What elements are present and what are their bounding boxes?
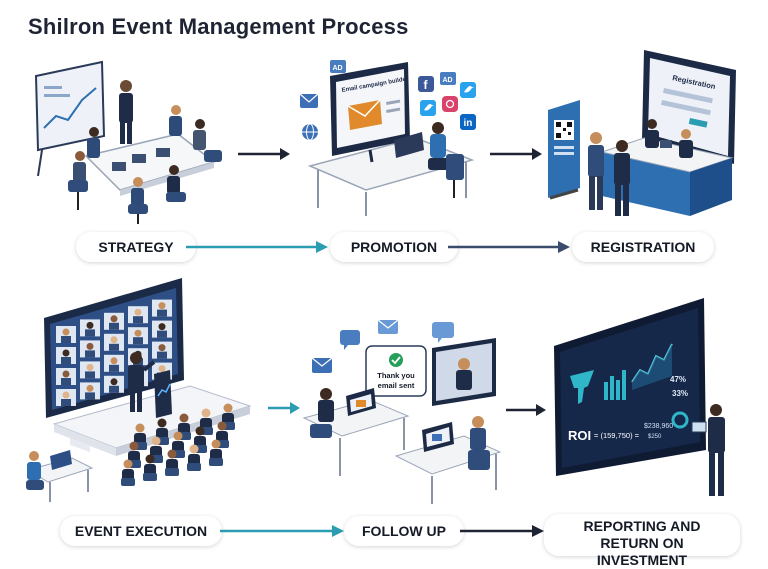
ad-badge-icon: AD bbox=[440, 72, 456, 85]
video-tile bbox=[56, 389, 76, 406]
speaker-person bbox=[128, 352, 156, 412]
analyst-person bbox=[691, 404, 725, 496]
video-tile bbox=[80, 319, 100, 337]
host-laptop-desk bbox=[26, 450, 94, 502]
video-tile bbox=[80, 340, 100, 358]
chat-icon bbox=[340, 330, 360, 350]
svg-text:f: f bbox=[424, 78, 429, 92]
video-tile bbox=[152, 299, 172, 317]
tablet-icon bbox=[691, 421, 707, 433]
dashboard-screen: 47% 33% ROI = (159,750) = $238,960 $250 bbox=[554, 298, 706, 476]
podium bbox=[154, 370, 172, 418]
video-tile bbox=[56, 368, 76, 385]
donut-chart bbox=[671, 411, 689, 429]
video-tile bbox=[56, 347, 76, 364]
stat-2: 33% bbox=[672, 389, 688, 398]
registration-screen: Registration bbox=[642, 50, 736, 164]
step-strategy-label: STRATEGY bbox=[76, 232, 196, 262]
video-tile bbox=[104, 333, 124, 351]
scene-arrow-promotion-registration bbox=[490, 148, 542, 160]
sub-amount: $250 bbox=[648, 434, 662, 440]
audience-member bbox=[209, 439, 223, 466]
globe-icon bbox=[302, 123, 318, 141]
step-reporting-label: REPORTING AND RETURN ON INVESTMENT bbox=[544, 514, 740, 568]
facebook-icon: f bbox=[418, 76, 434, 92]
scene-arrow-followup-reporting bbox=[506, 404, 546, 416]
svg-text:AD: AD bbox=[333, 65, 343, 72]
desk-worker-1 bbox=[302, 388, 410, 476]
instagram-icon bbox=[442, 96, 458, 112]
seated-people bbox=[73, 105, 206, 206]
audience-member bbox=[187, 444, 201, 471]
step-follow-up-label: FOLLOW UP bbox=[344, 516, 464, 546]
video-tile bbox=[104, 354, 124, 372]
video-tile bbox=[56, 326, 76, 343]
email-builder-monitor: Email campaign builder bbox=[330, 62, 410, 163]
envelope-icon bbox=[299, 93, 319, 108]
stat-1: 47% bbox=[670, 375, 686, 384]
video-tile bbox=[104, 312, 124, 330]
check-icon bbox=[389, 353, 403, 367]
video-tiles bbox=[56, 299, 172, 406]
page-title: Shilron Event Management Process bbox=[28, 14, 409, 39]
ad-badge-icon: AD bbox=[330, 60, 346, 73]
linkedin-icon: in bbox=[460, 114, 476, 130]
scene-arrow-execution-followup bbox=[268, 402, 300, 414]
audience-member bbox=[121, 459, 135, 486]
funnel-chart bbox=[570, 370, 594, 404]
svg-text:Thank you: Thank you bbox=[377, 371, 415, 380]
amount: $238,960 bbox=[644, 423, 673, 430]
svg-text:email sent: email sent bbox=[378, 381, 415, 390]
follow-up-illustration: Thank you email sent bbox=[302, 319, 502, 504]
presenter-person bbox=[119, 80, 133, 144]
step-event-execution-label: EVENT EXECUTION bbox=[60, 516, 222, 546]
step-reporting-line2: RETURN ON INVESTMENT bbox=[596, 535, 688, 568]
video-tile bbox=[80, 382, 100, 400]
video-tile bbox=[152, 341, 172, 359]
chairs bbox=[68, 150, 222, 224]
roi-value: = (159,750) = bbox=[594, 431, 640, 440]
staff-people bbox=[645, 119, 693, 158]
event-execution-illustration bbox=[26, 278, 252, 502]
thank-you-popup: Thank you email sent bbox=[365, 345, 427, 397]
desk-worker-2 bbox=[394, 416, 502, 504]
flow-arrow-promotion-registration bbox=[448, 241, 570, 253]
twitter-icon bbox=[460, 82, 476, 98]
promotion-illustration: Email campaign builder AD f AD bbox=[299, 60, 476, 216]
audience-people bbox=[121, 403, 235, 486]
audience-member bbox=[165, 449, 179, 476]
strategy-illustration bbox=[34, 60, 222, 224]
qr-banner bbox=[548, 100, 580, 200]
step-promotion-label: PROMOTION bbox=[330, 232, 458, 262]
attendee-people bbox=[588, 132, 630, 216]
reporting-illustration: 47% 33% ROI = (159,750) = $238,960 $250 bbox=[554, 298, 725, 496]
step-reporting-line1: REPORTING AND bbox=[583, 518, 701, 534]
flow-arrow-execution-followup bbox=[220, 525, 344, 537]
roi-label: ROI bbox=[568, 428, 591, 443]
whiteboard bbox=[34, 60, 106, 177]
video-call-screen bbox=[432, 338, 496, 406]
bar-chart bbox=[604, 370, 626, 400]
audience-member bbox=[143, 454, 157, 481]
envelope-icon bbox=[377, 319, 399, 334]
video-tile bbox=[152, 320, 172, 338]
flow-arrow-followup-reporting bbox=[460, 525, 544, 537]
twitter-icon bbox=[420, 100, 436, 116]
svg-text:AD: AD bbox=[443, 77, 453, 84]
envelope-icon bbox=[311, 357, 333, 373]
video-tile bbox=[128, 327, 148, 345]
svg-text:in: in bbox=[464, 118, 473, 129]
video-tile bbox=[128, 306, 148, 324]
laptop-worker bbox=[394, 122, 464, 198]
step-registration-label: REGISTRATION bbox=[572, 232, 714, 262]
video-tile bbox=[104, 375, 124, 393]
flow-arrow-strategy-promotion bbox=[186, 241, 328, 253]
chat-icon bbox=[432, 322, 454, 343]
scene-arrow-strategy-promotion bbox=[238, 148, 290, 160]
video-tile bbox=[80, 361, 100, 379]
registration-illustration: Registration bbox=[548, 50, 736, 216]
